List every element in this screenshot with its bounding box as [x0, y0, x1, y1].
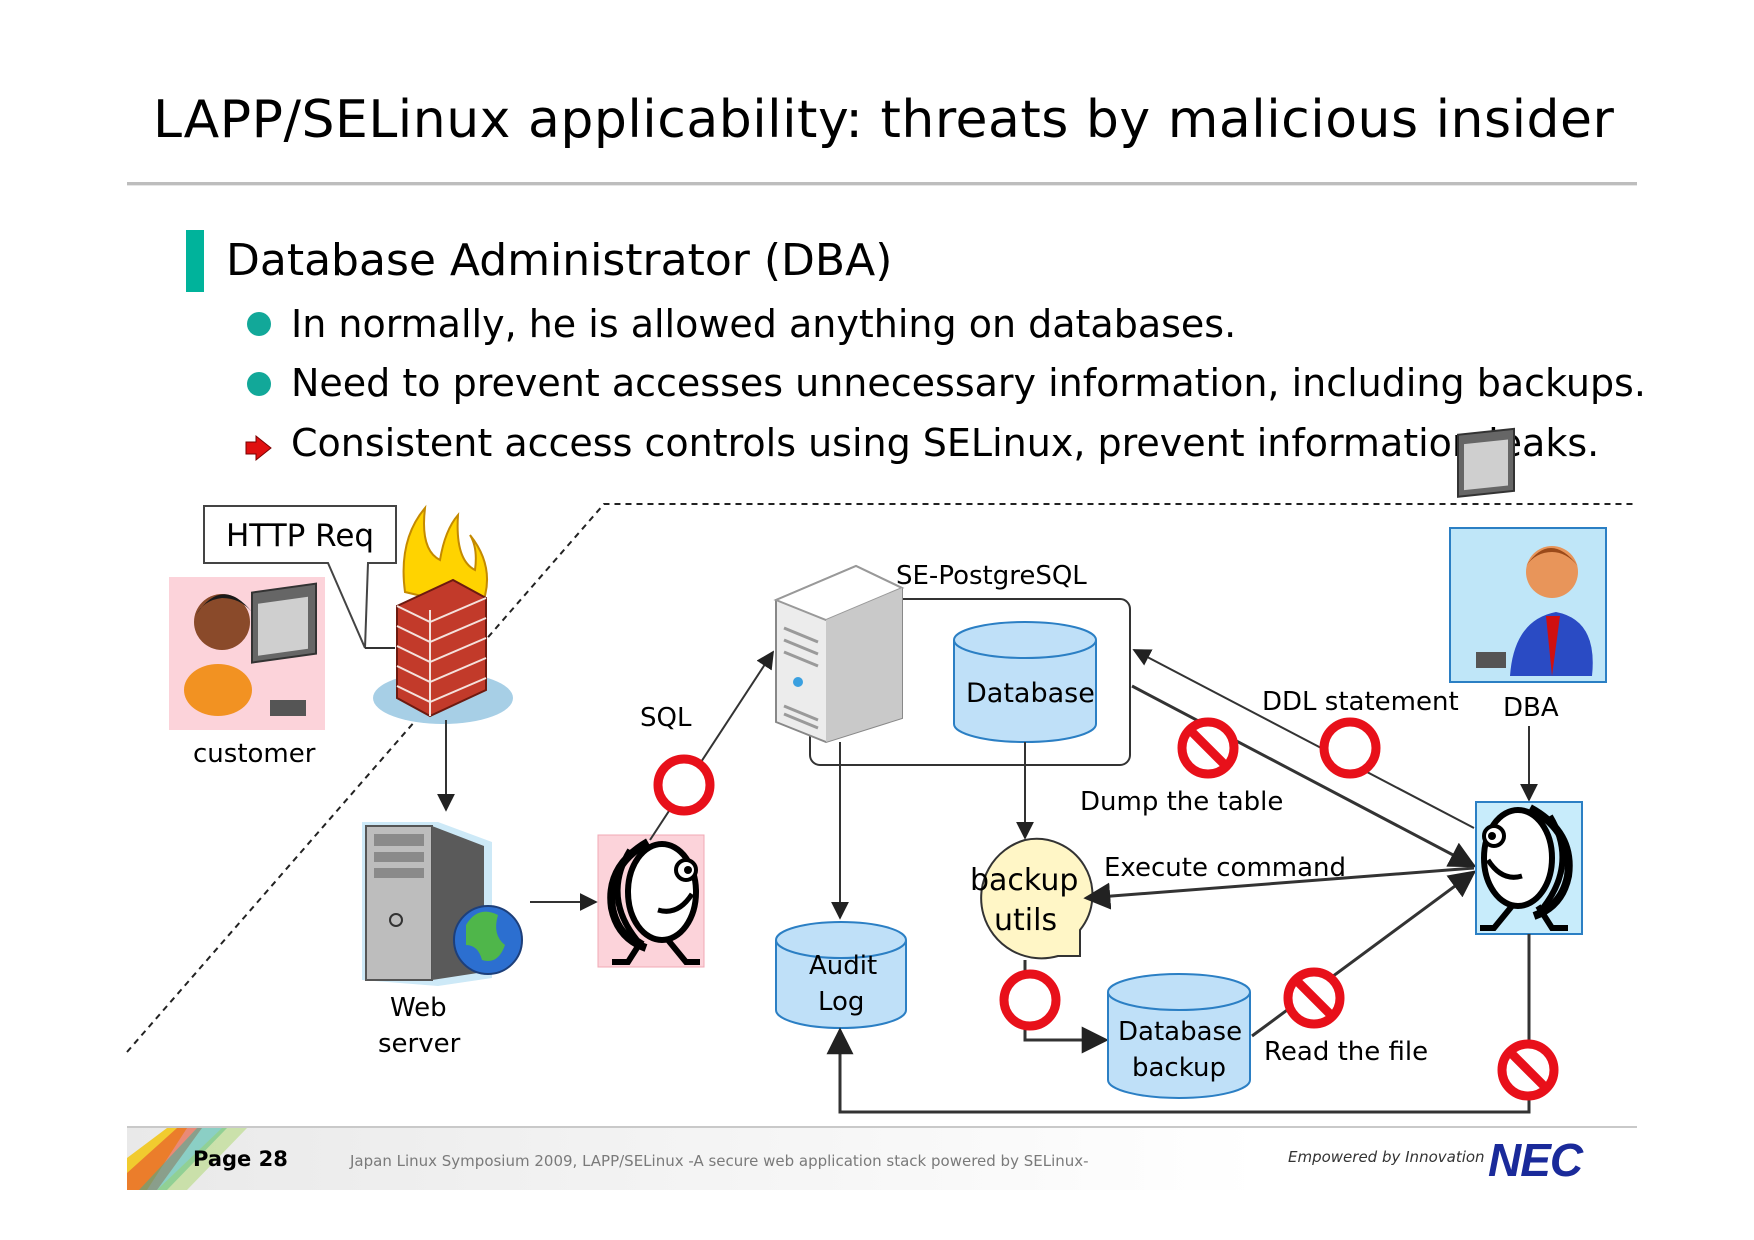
execute-command-label: Execute command	[1104, 853, 1346, 883]
footer-band	[127, 1128, 1637, 1190]
http-request-callout	[203, 505, 397, 649]
blocked-read-icon	[1288, 972, 1340, 1024]
database-server-icon	[773, 564, 905, 744]
footer-divider	[127, 1126, 1637, 1128]
dba-label: DBA	[1503, 693, 1559, 723]
customer-icon	[169, 577, 325, 730]
customer-label: customer	[193, 739, 316, 769]
sql-label: SQL	[640, 703, 692, 733]
footer-rainbow-icon	[127, 1128, 247, 1190]
bullet-2: Need to prevent accesses unnecessary inf…	[291, 361, 1646, 405]
audit-log-label-line2: Log	[818, 987, 864, 1017]
slide-title: LAPP/SELinux applicability: threats by m…	[153, 90, 1615, 150]
dba-person-icon	[1449, 427, 1607, 683]
database-cylinder	[953, 621, 1097, 743]
backup-utils-label-line1: backup	[970, 863, 1078, 898]
backup-utils-label-line2: utils	[994, 903, 1057, 938]
web-server-icon	[362, 822, 523, 986]
dump-table-label: Dump the table	[1080, 787, 1283, 817]
bullet-dot-icon	[247, 312, 271, 336]
attacker-character-icon	[597, 834, 705, 968]
bullet-1: In normally, he is allowed anything on d…	[291, 302, 1237, 346]
database-backup-label-line1: Database	[1118, 1017, 1242, 1047]
backup-utils-node	[980, 837, 1094, 960]
bullet-dot-icon	[247, 372, 271, 396]
company-tagline: Empowered by Innovation	[1288, 1148, 1485, 1166]
se-postgresql-label: SE-PostgreSQL	[896, 561, 1087, 591]
allowed-ddl-icon	[1324, 722, 1376, 774]
web-server-label-line1: Web	[390, 993, 447, 1023]
blocked-dump-icon	[1182, 722, 1234, 774]
ddl-statement-label: DDL statement	[1262, 687, 1459, 717]
bullet-3: Consistent access controls using SELinux…	[291, 421, 1600, 465]
title-divider	[127, 182, 1637, 186]
nec-logo: NEC	[1488, 1134, 1583, 1186]
allowed-sql-icon	[658, 759, 710, 811]
blocked-audit-tamper-icon	[1502, 1044, 1554, 1096]
database-backup-label-line2: backup	[1132, 1053, 1226, 1083]
allowed-backup-icon	[1004, 974, 1056, 1026]
database-backup-cylinder	[1107, 973, 1251, 1099]
section-marker	[186, 230, 204, 292]
audit-log-cylinder	[775, 921, 907, 1029]
page-number: Page 28	[193, 1147, 288, 1171]
audit-log-label-line1: Audit	[809, 951, 877, 981]
footer-citation: Japan Linux Symposium 2009, LAPP/SELinux…	[350, 1152, 1089, 1170]
section-heading: Database Administrator (DBA)	[226, 235, 893, 286]
arrow-bullet-icon	[245, 434, 272, 462]
firewall-icon	[373, 504, 513, 724]
dba-character-icon	[1475, 801, 1583, 935]
trust-boundary	[126, 503, 1637, 1053]
http-req-label: HTTP Req	[226, 518, 374, 554]
database-label: Database	[966, 678, 1095, 709]
read-file-label: Read the file	[1264, 1037, 1428, 1067]
web-server-label-line2: server	[378, 1029, 461, 1059]
